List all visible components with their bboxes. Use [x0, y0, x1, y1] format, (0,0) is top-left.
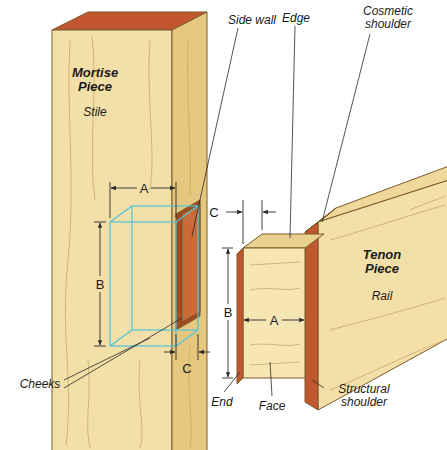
part-name: Rail	[357, 290, 407, 303]
part-name: Stile	[70, 106, 120, 119]
part-label: Structural shoulder	[324, 383, 404, 409]
dimension-lines	[94, 182, 304, 378]
tenon-face	[243, 248, 305, 378]
structural-shoulder	[305, 222, 318, 410]
part-label: Edge	[276, 12, 316, 25]
rail-front-face	[318, 180, 447, 410]
part-label: Side wall	[216, 14, 288, 27]
wood-grain	[65, 36, 445, 448]
stile-front-face	[52, 30, 172, 450]
mortise-outline	[110, 206, 198, 346]
dimension-letter: C	[207, 206, 221, 219]
tenon-edge	[243, 234, 324, 248]
cosmetic-shoulder	[305, 208, 336, 232]
part-name: Mortise Piece	[63, 66, 127, 94]
dimension-letter: B	[221, 306, 235, 319]
part-label: Cosmetic shoulder	[350, 5, 426, 31]
part-label: Face	[252, 400, 292, 413]
tenon-end	[237, 248, 243, 384]
leader-lines	[64, 26, 370, 396]
dimension-letter: A	[267, 314, 281, 327]
dimension-letter: A	[137, 182, 151, 195]
part-name: Tenon Piece	[347, 248, 417, 276]
part-label: End	[205, 396, 239, 409]
stile-side-face	[172, 12, 207, 450]
mortise-side-wall	[182, 204, 200, 322]
dimension-letter: C	[180, 362, 194, 375]
part-label: Cheeks	[14, 378, 66, 391]
dimension-letter: B	[93, 278, 107, 291]
